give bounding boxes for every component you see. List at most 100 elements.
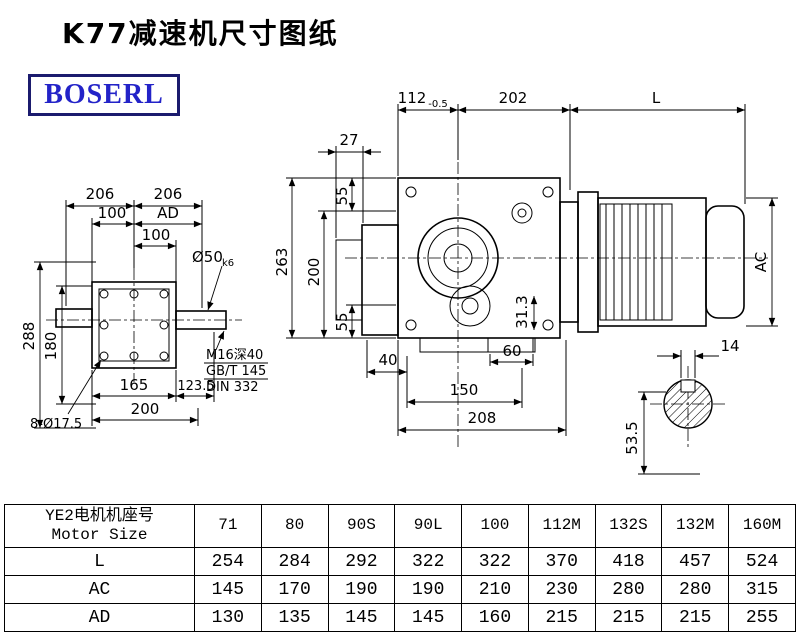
- dim-shaft-dia: Ø50 k6: [192, 248, 234, 311]
- table-row-AC: AC 145 170 190 190 210 230 280 280 315: [4, 575, 796, 604]
- dim-206-right: 206: [134, 185, 203, 308]
- dim-bolt-holes: 8-Ø17.5: [30, 359, 102, 432]
- cell-AD-3: 145: [394, 603, 463, 632]
- dim-bolt-holes-label: 8-Ø17.5: [30, 417, 82, 432]
- cell-AD-0: 130: [194, 603, 262, 632]
- cell-AC-1: 170: [260, 575, 329, 604]
- row-label-AD: AD: [4, 603, 195, 632]
- cell-AC-8: 315: [728, 575, 796, 604]
- dim-AD: AD: [134, 204, 202, 228]
- row-label-AC: AC: [4, 575, 195, 604]
- dim-112-label: 112: [398, 89, 427, 107]
- cell-L-2: 292: [327, 547, 396, 576]
- dim-AD-label: AD: [157, 204, 179, 222]
- dim-60-label: 60: [502, 342, 521, 360]
- cell-AD-7: 215: [661, 603, 730, 632]
- dim-55-top-label: 55: [333, 186, 351, 205]
- dim-200-bottom-label: 200: [131, 400, 160, 418]
- cell-AC-0: 145: [194, 575, 262, 604]
- cell-AC-3: 190: [394, 575, 463, 604]
- cell-L-7: 457: [661, 547, 730, 576]
- row-label-L: L: [4, 547, 195, 576]
- motor-size-header-cn: YE2电机机座号: [45, 506, 154, 525]
- dim-288: 288: [20, 261, 96, 429]
- dim-40-label: 40: [378, 351, 397, 369]
- cell-L-6: 418: [594, 547, 663, 576]
- dim-100-mid-label: 100: [142, 226, 171, 244]
- cell-AD-6: 215: [594, 603, 663, 632]
- cell-AD-4: 160: [461, 603, 529, 632]
- dim-150-label: 150: [450, 381, 479, 399]
- dim-L: L: [570, 89, 746, 204]
- table-row-AD: AD 130 135 145 145 160 215 215 215 255: [4, 603, 796, 632]
- dim-55-top: 55: [333, 178, 356, 211]
- dim-27: 27: [318, 131, 381, 238]
- cell-AC-4: 210: [461, 575, 529, 604]
- dim-180-label: 180: [42, 332, 60, 361]
- dim-53-5: 53.5: [623, 391, 700, 475]
- cell-L-1: 284: [260, 547, 329, 576]
- dim-202: 202: [458, 89, 571, 190]
- motor-size-header: YE2电机机座号 Motor Size: [4, 504, 195, 548]
- cell-AD-5: 215: [527, 603, 596, 632]
- technical-drawing: 112 -0.5 202 L 27: [20, 89, 778, 475]
- dim-263-label: 263: [273, 248, 291, 277]
- note-standard-1: GB/T 145: [206, 364, 266, 379]
- dim-AC-label: AC: [752, 252, 770, 272]
- dim-208-label: 208: [468, 409, 497, 427]
- dim-27-label: 27: [339, 131, 358, 149]
- dim-200-vert: 200: [305, 210, 396, 338]
- size-col-71: 71: [194, 504, 262, 548]
- cell-L-4: 322: [461, 547, 529, 576]
- dim-AC: AC: [746, 197, 778, 327]
- note-thread: M16深40: [206, 348, 263, 363]
- dim-123-5-label: 123.5: [177, 379, 214, 394]
- dim-180: 180: [42, 285, 96, 405]
- dim-200-bottom: 200: [92, 400, 199, 426]
- cell-L-8: 524: [728, 547, 796, 576]
- dim-100-top-label: 100: [98, 204, 127, 222]
- dim-112-tol-label: -0.5: [428, 99, 448, 110]
- motor-size-header-en: Motor Size: [51, 526, 148, 544]
- size-col-90l: 90L: [394, 504, 463, 548]
- dim-112: 112 -0.5: [397, 89, 459, 176]
- dim-165: 165: [91, 370, 177, 426]
- side-view: 112 -0.5 202 L 27: [273, 89, 778, 450]
- size-col-80: 80: [260, 504, 329, 548]
- dim-200-vert-label: 200: [305, 258, 323, 287]
- cell-AD-1: 135: [260, 603, 329, 632]
- page-title: K77减速机尺寸图纸: [62, 17, 339, 50]
- dim-150: 150: [407, 368, 523, 408]
- dim-206-left-label: 206: [86, 185, 115, 203]
- cell-L-3: 322: [394, 547, 463, 576]
- dim-100-top: 100: [91, 204, 134, 282]
- dim-202-label: 202: [499, 89, 528, 107]
- shaft-thread-note: M16深40 GB/T 145 DIN 332: [204, 330, 268, 395]
- cell-AD-2: 145: [327, 603, 396, 632]
- dim-shaft-tol-label: k6: [222, 258, 234, 269]
- table-row-L: L 254 284 292 322 322 370 418 457 524: [4, 547, 796, 576]
- size-col-132m: 132M: [661, 504, 730, 548]
- dim-14: 14: [657, 337, 740, 378]
- dim-206-left: 206: [65, 185, 135, 306]
- size-col-132s: 132S: [594, 504, 663, 548]
- cell-AC-6: 280: [594, 575, 663, 604]
- size-col-90s: 90S: [327, 504, 396, 548]
- cell-AD-8: 255: [728, 603, 796, 632]
- dim-100-mid: 100: [134, 226, 177, 282]
- dim-60: 60: [489, 342, 534, 366]
- size-col-100: 100: [461, 504, 529, 548]
- cell-AC-7: 280: [661, 575, 730, 604]
- dim-14-label: 14: [720, 337, 739, 355]
- note-standard-2: DIN 332: [206, 380, 259, 395]
- motor-outline: [559, 191, 745, 333]
- cell-AC-5: 230: [527, 575, 596, 604]
- dim-206-right-label: 206: [154, 185, 183, 203]
- shaft-section-view: 14 53.5: [623, 337, 740, 475]
- dim-L-label: L: [652, 89, 661, 107]
- brand-logo-box: BOSERL: [28, 74, 180, 116]
- dim-263: 263: [273, 177, 396, 339]
- dim-123-5: 123.5: [176, 332, 215, 402]
- dim-55-bottom-label: 55: [333, 312, 351, 331]
